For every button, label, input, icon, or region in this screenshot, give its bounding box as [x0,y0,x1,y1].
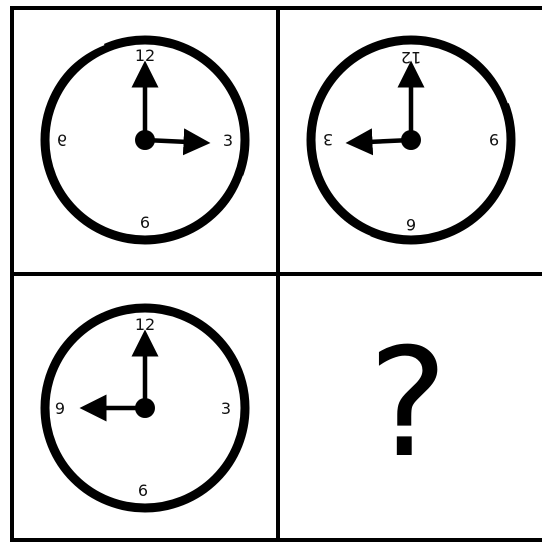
hour-label-12: 12 [401,48,421,67]
hour-label-9: 9 [55,399,65,418]
hour-label-3: 3 [323,130,333,149]
question-mark: ? [368,317,448,491]
hour-label-3: 3 [221,399,231,418]
clock-panel-3: 12 3 6 9 [42,308,247,508]
hour-label-6: 6 [138,481,148,500]
clock-panel-1: 12 3 6 9 [45,40,245,242]
hour-label-9: 9 [57,131,67,150]
center-pin [401,130,421,150]
hour-label-12: 12 [135,46,155,65]
hour-label-3: 3 [223,131,233,150]
hour-label-9: 9 [489,130,499,149]
clock-panel-2: 12 3 6 9 [311,39,511,240]
hour-label-6: 6 [140,213,150,232]
hour-label-6: 6 [406,215,416,234]
center-pin [135,398,155,418]
center-pin [135,130,155,150]
answer-panel: ? [368,317,448,491]
hour-label-12: 12 [135,315,155,334]
